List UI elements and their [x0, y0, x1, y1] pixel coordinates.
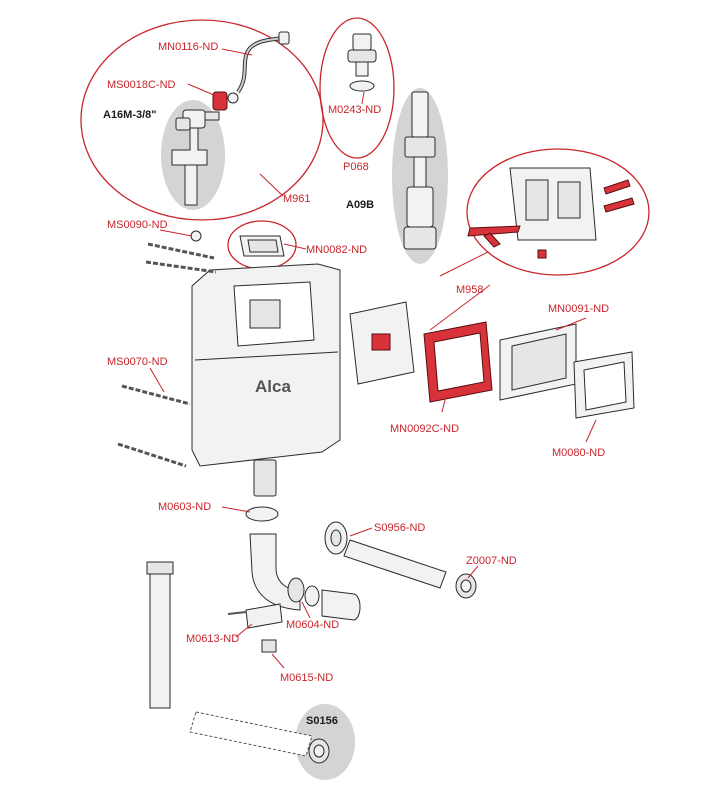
bracket-m0613-part: [227, 603, 283, 629]
label-ms0018c: MS0018C-ND: [107, 79, 176, 91]
label-a16m: A16M-3/8": [103, 109, 157, 121]
label-m0615: M0615-ND: [280, 672, 333, 684]
label-mn0082: MN0082-ND: [306, 244, 367, 256]
cover-m0080-part: [573, 351, 635, 419]
fill-valve-a16m-part: [171, 109, 220, 206]
flush-pipe-part: [343, 539, 447, 589]
drain-nut-m0243-part: [347, 33, 377, 92]
seal-s0156-part: [308, 738, 330, 764]
seal-m0603-part: [245, 506, 279, 522]
valve-seal-part: [212, 91, 239, 111]
bolts-ms0070-part: [117, 384, 191, 468]
label-s0156: S0156: [306, 715, 338, 727]
cistern-body-part: Alca: [191, 263, 341, 497]
connector-z0007-part: [455, 573, 477, 599]
flush-valve-a09b-part: [403, 91, 437, 250]
label-m0604: M0604-ND: [286, 619, 339, 631]
label-mn0116: MN0116-ND: [158, 41, 218, 53]
leader-lines: [149, 48, 597, 669]
seal-m0604-part: [287, 577, 320, 607]
flexible-hose-part: [236, 31, 290, 94]
label-s0956: S0956-ND: [374, 522, 425, 534]
label-z0007: Z0007-ND: [466, 555, 517, 567]
rosette-s0956-part: [324, 521, 348, 555]
label-m961: M961: [283, 193, 311, 205]
label-m0613: M0613-ND: [186, 633, 239, 645]
label-a09b: A09B: [346, 199, 374, 211]
label-m0243: M0243-ND: [328, 104, 381, 116]
label-ms0070: MS0070-ND: [107, 356, 168, 368]
clip-m0615-part: [261, 639, 277, 653]
label-mn0092c: MN0092C-ND: [390, 423, 459, 435]
label-m0603: M0603-ND: [158, 501, 211, 513]
actuator-frame-panel-part: [349, 301, 415, 385]
bolts-ms0090-part: [145, 230, 217, 274]
label-m958: M958: [456, 284, 484, 296]
label-ms0090: MS0090-ND: [107, 219, 168, 231]
label-p068: P068: [343, 161, 369, 173]
label-m0080: M0080-ND: [552, 447, 605, 459]
brand-logo: Alca: [255, 377, 291, 396]
frame-mn0092c-part: [423, 321, 493, 403]
group-circle-m961: [80, 19, 324, 221]
support-frame-m958-part: [467, 167, 635, 259]
label-mn0091: MN0091-ND: [548, 303, 609, 315]
group-circle-m958: [466, 148, 650, 276]
box-mn0091-part: [499, 323, 577, 401]
group-circle-p068: [319, 17, 395, 159]
horizontal-pipe-part: [189, 711, 313, 757]
vertical-pipe-part: [146, 561, 174, 709]
bracket-mn0082-part: [239, 235, 285, 257]
cap-part: [321, 589, 361, 621]
